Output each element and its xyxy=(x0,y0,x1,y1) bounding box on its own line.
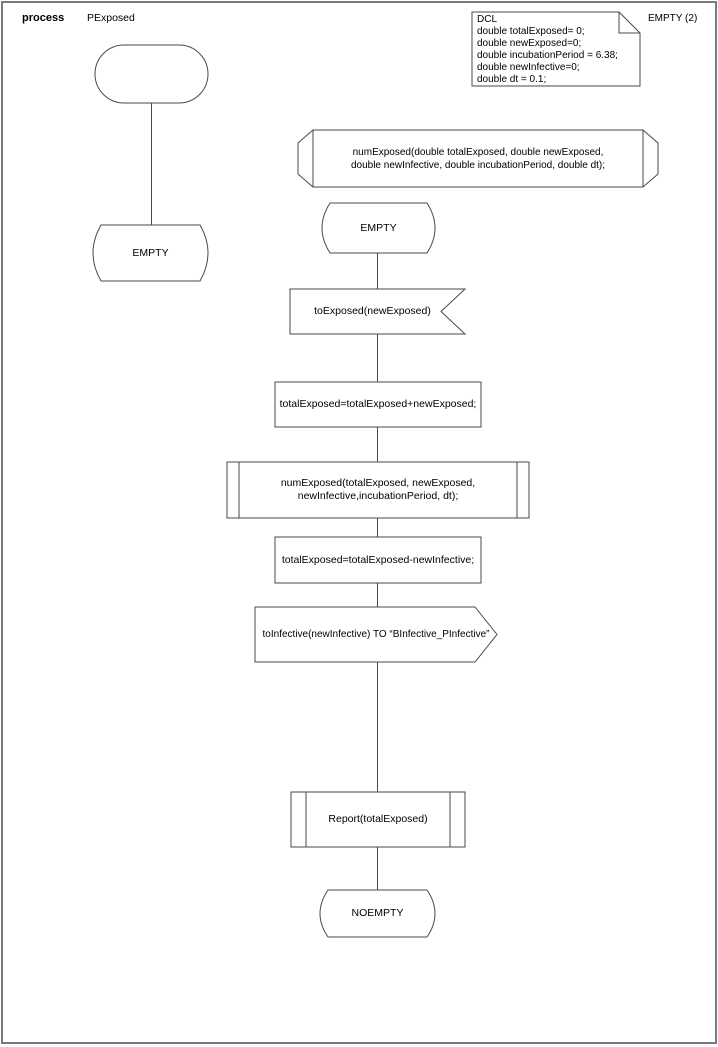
output-signal-shape xyxy=(254,606,498,663)
state-noempty-shape xyxy=(319,889,436,938)
note-fold-corner xyxy=(618,12,640,34)
report-call-shape xyxy=(290,791,466,848)
process-name: PExposed xyxy=(87,12,135,24)
output-signal-label: toInfective(newInfective) TO “BInfective… xyxy=(262,629,490,640)
procedure-call-shape xyxy=(226,461,530,519)
state-empty-left-shape xyxy=(92,224,209,282)
input-signal-shape xyxy=(289,288,467,335)
declarations-note-text: DCL double totalExposed= 0; double newEx… xyxy=(477,14,618,85)
start-symbol xyxy=(94,44,209,104)
corner-label: EMPTY (2) xyxy=(648,13,698,24)
declarations-note-shape xyxy=(471,11,641,87)
state-noempty-label: NOEMPTY xyxy=(351,907,404,919)
procedure-declaration-label: numExposed(double totalExposed, double n… xyxy=(350,146,606,171)
state-empty-left-label: EMPTY xyxy=(132,246,169,259)
input-signal-label: toExposed(newExposed) xyxy=(314,305,431,317)
process-keyword: process xyxy=(22,12,65,24)
task-add-label: totalExposed=totalExposed+newExposed; xyxy=(279,398,477,410)
procedure-call-label: numExposed(totalExposed, newExposed, new… xyxy=(280,477,476,502)
report-call-label: Report(totalExposed) xyxy=(328,813,428,825)
task-add-shape xyxy=(274,381,482,428)
state-empty-shape xyxy=(321,202,436,254)
task-subtract-label: totalExposed=totalExposed-newInfective; xyxy=(281,553,475,566)
task-subtract-shape xyxy=(274,536,482,584)
state-empty-label: EMPTY xyxy=(360,221,397,234)
